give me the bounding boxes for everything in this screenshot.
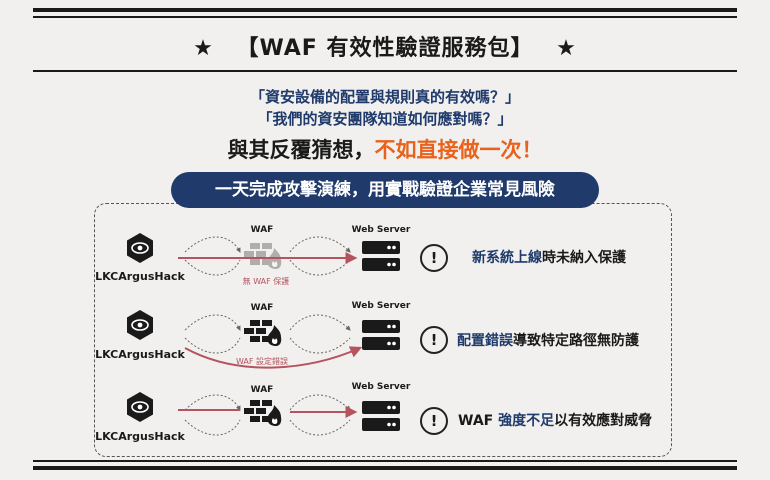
question-1: 「資安設備的配置與規則真的有效嗎？」 [249,88,520,106]
waf-firewall-icon [244,400,282,426]
top-rule-thick [33,8,737,12]
star-icon-left: ★ [193,36,214,61]
alert-icon: ! [420,407,448,435]
title-underline [33,70,737,72]
waf-label: WAF [251,385,274,395]
banner-pill: 一天完成攻擊演練，用實戰驗證企業常見風險 [171,172,599,208]
star-icon-right: ★ [556,36,577,61]
title-text: 【WAF 有效性驗證服務包】 [236,36,534,61]
headline-prefix: 與其反覆猜想， [227,138,375,162]
waf-firewall-icon [244,320,282,346]
row-1-highlight: 新系統上線 [472,250,542,266]
server-label: Web Server [352,382,411,392]
headline-highlight: 不如直接做一次！ [374,138,543,162]
web-server-icon [362,241,400,271]
page-title: ★ 【WAF 有效性驗證服務包】 ★ [0,30,770,62]
alert-icon: ! [420,244,448,272]
question-2: 「我們的資安團隊知道如何應對嗎？」 [257,110,513,128]
server-label: Web Server [352,225,411,235]
server-label: Web Server [352,301,411,311]
attack-path-arrow [184,346,363,369]
web-server-icon [362,401,400,431]
row-1-rest: 時未納入保護 [542,250,626,266]
argushack-logo-icon [126,391,154,423]
row-3-highlight: 強度不足 [498,413,555,429]
row-3-rest: 以有效應對威脅 [554,413,653,429]
diagram-row-2: LKCArgusHack WAF Web Server WAF 設定錯誤 [95,301,411,369]
headline: 與其反覆猜想，不如直接做一次！ [0,134,770,164]
alert-icon: ! [420,326,448,354]
diagram-row-1: LKCArgusHack WAF Web Server 無 WAF 保護 [95,225,411,286]
bottom-rule-thin [33,460,737,462]
top-rule-thin [33,16,737,18]
path-note: 無 WAF 保護 [243,276,290,286]
path-note: WAF 設定錯誤 [236,356,288,366]
row-2-caption: 配置錯誤導致特定路徑無防護 [457,330,639,350]
brand-label: LKCArgusHack [95,348,185,361]
brand-label: LKCArgusHack [95,270,185,283]
bottom-rule-thick [33,466,737,470]
waf-label: WAF [251,303,274,313]
row-2-rest: 導致特定路徑無防護 [513,333,639,349]
brand-label: LKCArgusHack [95,430,185,443]
waf-firewall-icon-disabled [244,243,282,269]
argushack-logo-icon [126,309,154,341]
row-3-caption: WAF 強度不足以有效應對威脅 [458,410,652,430]
row-2-highlight: 配置錯誤 [457,333,513,349]
web-server-icon [362,320,400,350]
row-1-caption: 新系統上線時未納入保護 [472,247,626,267]
argushack-logo-icon [126,232,154,264]
row-3-prefix: WAF [458,413,499,429]
diagram-row-3: LKCArgusHack WAF Web Server [95,382,411,443]
waf-label: WAF [251,225,274,235]
